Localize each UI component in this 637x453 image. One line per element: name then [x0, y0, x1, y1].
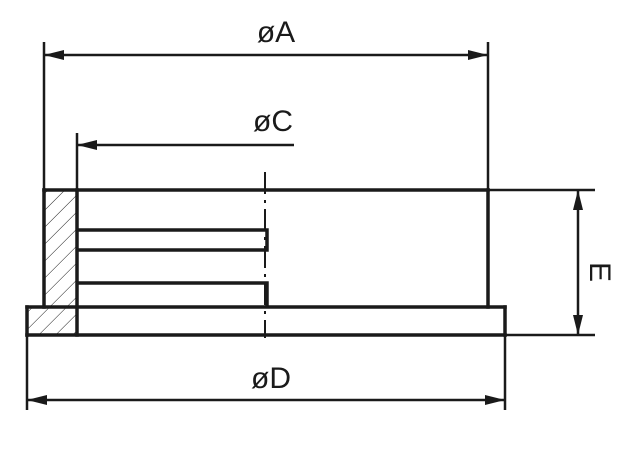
extension-lines [25, 42, 595, 410]
label-dim-a: øA [257, 16, 295, 49]
label-dim-c: øC [253, 105, 293, 138]
thread-lines [77, 228, 269, 307]
label-dim-d: øD [251, 362, 291, 395]
hatched-section [27, 190, 77, 335]
label-dim-e: E [583, 262, 616, 282]
dimension-lines [27, 50, 583, 405]
